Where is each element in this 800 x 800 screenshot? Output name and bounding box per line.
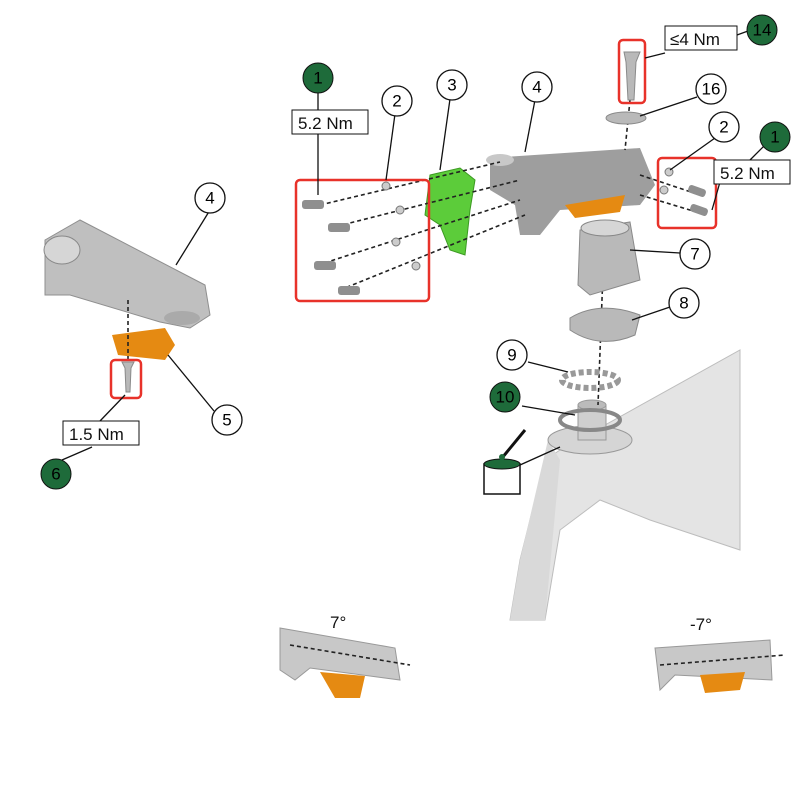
svg-text:2: 2 [719,118,728,137]
callout-2-right: 2 [708,111,740,143]
svg-text:1: 1 [770,128,779,147]
callout-9: 9 [496,339,528,371]
callout-10: 10 [489,381,521,413]
svg-text:4: 4 [205,189,214,208]
svg-text:5: 5 [222,411,231,430]
angle-label-positive: 7° [330,613,346,632]
angle-label-negative: -7° [690,615,712,634]
svg-text:5.2 Nm: 5.2 Nm [720,164,775,183]
callout-5: 5 [211,404,243,436]
svg-text:5.2 Nm: 5.2 Nm [298,114,353,133]
cone-spacer-8 [569,307,641,342]
callout-8: 8 [668,287,700,319]
callout-14: 14 [746,14,778,46]
svg-text:10: 10 [496,388,515,407]
faceplate-bolts [302,161,526,295]
wedge-bolt [121,361,135,393]
top-cap-bolt [623,51,641,101]
stem-angle-positive: 7° [279,613,411,698]
callout-1-right: 1 [759,121,791,153]
stem-main [486,148,655,235]
svg-text:6: 6 [51,465,60,484]
steerer-clamp-bolts [639,167,708,216]
svg-text:8: 8 [679,294,688,313]
callout-1-left: 1 [302,62,334,94]
svg-text:1: 1 [313,69,322,88]
callout-16: 16 [695,73,727,105]
svg-text:1.5 Nm: 1.5 Nm [69,425,124,444]
wedge-5 [112,328,175,360]
svg-text:≤4 Nm: ≤4 Nm [670,30,720,49]
svg-text:9: 9 [507,346,516,365]
callout-6: 6 [40,458,72,490]
grease-pot-icon [483,429,527,495]
svg-text:2: 2 [392,92,401,111]
torque-label-clamp: 5.2 Nm [713,159,791,185]
callout-2-left: 2 [381,85,413,117]
torque-label-top-cap: ≤4 Nm [664,25,738,51]
red-highlight-faceplate-bolts [294,178,431,303]
callout-4-side: 4 [194,182,226,214]
torque-label-faceplate: 5.2 Nm [291,109,369,135]
red-highlight-top-cap-bolt [617,38,647,105]
stem-angle-negative: -7° [654,615,786,693]
callout-4-main: 4 [521,71,553,103]
bike-frame [509,349,741,621]
svg-text:7: 7 [690,245,699,264]
svg-text:4: 4 [532,78,541,97]
svg-text:3: 3 [447,76,456,95]
callout-7: 7 [679,238,711,270]
compression-ring-9 [559,369,621,391]
spacer-part-3 [424,167,476,256]
torque-label-wedge: 1.5 Nm [62,420,140,446]
svg-text:14: 14 [753,21,772,40]
svg-text:16: 16 [702,80,721,99]
top-cap [605,111,647,125]
callout-3: 3 [436,69,468,101]
red-highlight-wedge-bolt [109,358,143,400]
stem-side-view [43,219,211,393]
leader-lines [61,30,766,466]
